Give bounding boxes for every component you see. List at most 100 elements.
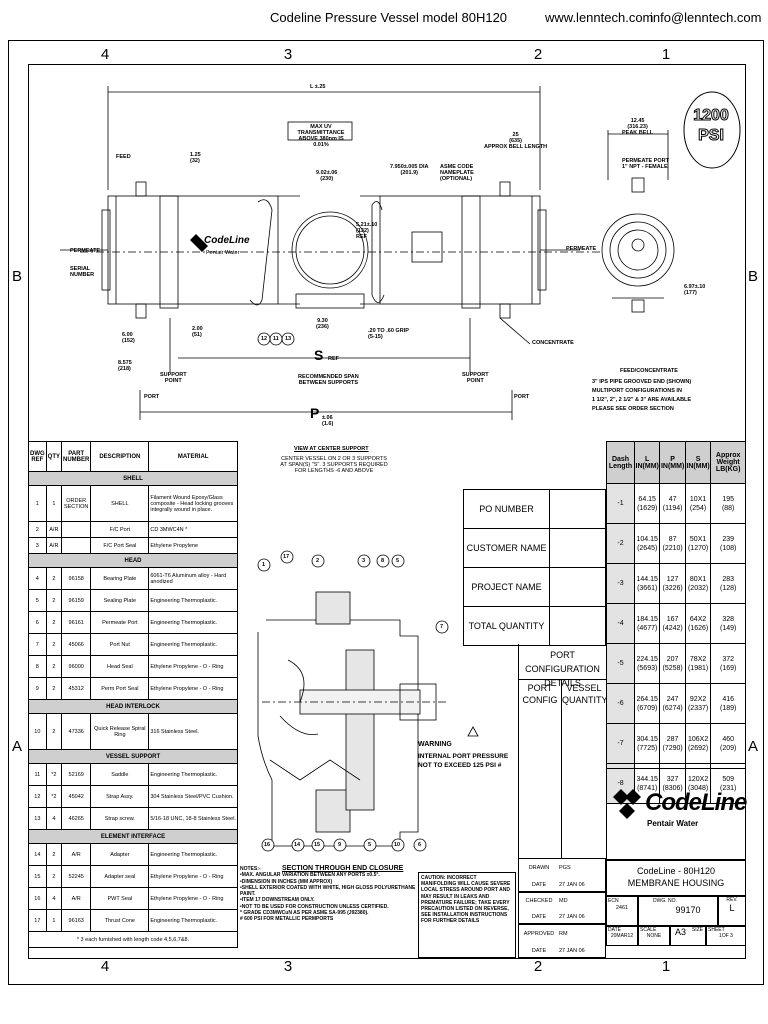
cell: 92X2(2337) [684,683,712,724]
website-link[interactable]: www.lenntech.com [545,10,654,25]
codeline-mark-icon [613,789,641,819]
project-name-field[interactable] [549,567,606,607]
table-row: 10 2 47336 Quick Release Spiral Ring 316… [28,713,238,750]
table-row: -7 304.15(7725) 287(7290) 106X2(2692) 46… [606,723,746,764]
cell: 184.15(4677) [633,603,661,644]
checked-date: 27 JAN 06 [559,914,585,920]
customer-name-field[interactable] [549,528,606,568]
group-element-interface: ELEMENT INTERFACE [28,829,238,844]
s-ref-symbol: S [314,347,324,363]
cell: 10X1(254) [684,483,712,524]
value-s: 78X2 [689,655,707,663]
total-quantity-label: TOTAL QUANTITY [463,606,550,646]
value-w: 509 [722,775,735,783]
cell: Engineering Thermoplastic. [148,589,238,612]
group-head: HEAD [28,553,238,568]
sheet-label: SHEET [708,927,725,933]
cell: 10 [28,713,47,750]
cell: A/R [61,843,92,866]
po-number-field[interactable] [549,489,606,529]
group-shell: SHELL [28,471,238,486]
size-value: A3 [675,927,687,937]
date-label: DATE [608,927,621,933]
table-row: 3 A/R F/C Port Seal Ethylene Propylene [28,537,238,554]
caution-box: CAUTION: INCORRECT MANIFOLDING WILL CAUS… [418,872,516,958]
cell: 47(1194) [659,483,686,524]
value-w: 195 [722,495,735,503]
badge-number: 1200 [693,107,730,125]
bell-length-dim: 25 (635) APPROX BELL LENGTH [484,132,548,150]
cell: Quick Release Spiral Ring [90,713,150,750]
support-point-left: SUPPORT POINT [160,372,187,384]
cell: A/R [45,537,63,554]
peak-bell-dim: 12.45 (316.23) PEAK BELL [622,118,654,136]
cell: 11 [28,763,47,786]
cell: 96159 [61,589,92,612]
total-quantity-field[interactable] [549,606,606,646]
section-callout-9: 9 [338,842,342,848]
cell: *2 [45,763,63,786]
table-row: 14 2 A/R Adapter Engineering Thermoplast… [28,843,238,866]
value-s: 80X1 [689,575,707,583]
approved-by: RM [559,930,568,937]
vessel-brand-sub: Pentair Water [206,250,240,256]
dim-8-575: 8.575 (218) [118,360,132,372]
cell [61,537,92,554]
cell: 2 [45,633,63,656]
cell: Bearing Plate [90,567,150,590]
pressure-rating-badge [683,91,741,169]
cell: 3 [28,537,47,554]
table-row: 5 2 96159 Sealing Plate Engineering Ther… [28,589,238,612]
value-p-mm: (2210) [662,544,683,552]
cell: 304.15(7725) [633,723,661,764]
cell: 2 [45,843,63,866]
table-row: 9 2 45312 Perm Port Seal Ethylene Propyl… [28,677,238,700]
cell: 344.15(8741) [633,763,661,804]
support-view-title: VIEW AT CENTER SUPPORT [294,446,369,452]
permeate-left-label: PERMEATE [70,248,101,254]
document-title: Codeline Pressure Vessel model 80H120 [270,10,508,25]
cell: 16 [28,887,47,910]
cell: Engineering Thermoplastic. [148,763,238,786]
value-l: 224.15 [636,655,658,663]
zone-top-3: 3 [283,46,293,63]
callout-13: 13 [285,336,292,342]
value-l: 304.15 [636,735,658,743]
cell: 1 [45,909,63,932]
zone-right-a: A [748,738,759,755]
table-row: 2 A/R F/C Port CD 3MWC4N * [28,521,238,538]
table-row: -3 144.15(3661) 127(3226) 80X1(2032) 283… [606,563,746,604]
cell: 13 [28,807,47,830]
value-w-kg: (88) [721,504,735,512]
drawing-title-block: CodeLine - 80H120 MEMBRANE HOUSING [606,860,746,896]
rev-cell: REV.L [718,896,746,926]
cell: 80X1(2032) [684,563,712,604]
span-between-supports: RECOMMENDED SPAN BETWEEN SUPPORTS [298,374,359,386]
approved-date: 27 JAN 06 [559,947,585,954]
serial-number-label: SERIAL NUMBER [70,266,95,278]
value-w: 372 [722,655,735,663]
cell: Port Nut [90,633,150,656]
cell: A/R [61,887,92,910]
cell: Ethylene Propylene [148,537,238,554]
table-row: 11 *2 52169 Saddle Engineering Thermopla… [28,763,238,786]
cell: 96163 [61,909,92,932]
value-w-kg: (108) [720,544,737,552]
email-link[interactable]: info@lenntech.com [650,10,762,25]
cell: Ethylene Propylene - O - Ring [148,887,238,910]
rev-value: L [729,903,735,913]
cell: 4 [45,807,63,830]
table-row: 17 1 96163 Thrust Cone Engineering Therm… [28,909,238,932]
max-uv-note: MAX UV TRANSMITTANCE ABOVE 380nm IS 0.01… [297,124,345,148]
value-s-mm: (2032) [687,584,709,592]
section-callout-6: 6 [418,842,422,848]
value-l-mm: (3661) [637,584,658,592]
value-w: 328 [722,615,735,623]
table-row: 12 *2 45042 Strap Assy. 304 Stainless St… [28,785,238,808]
po-number-label: PO NUMBER [463,489,550,529]
value-p: 87 [668,535,677,543]
cell: 283(128) [710,563,746,604]
